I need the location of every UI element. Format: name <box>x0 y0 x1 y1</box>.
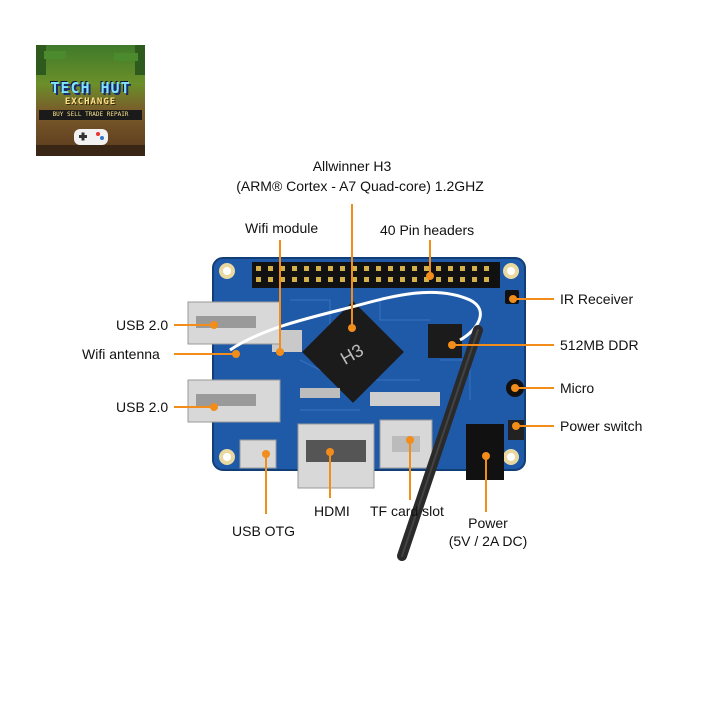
usb-otg-label: USB OTG <box>232 523 296 539</box>
ir-receiver-label: IR Receiver <box>560 291 634 307</box>
cpu-label-line1: Allwinner H3 <box>312 158 392 174</box>
ddr-label: 512MB DDR <box>560 337 639 353</box>
logo-subtitle: EXCHANGE <box>64 97 117 107</box>
ddr-chip <box>428 324 462 358</box>
wifi-antenna-rod <box>397 325 483 561</box>
usb-port-bottom <box>187 379 281 423</box>
pin-headers-label: 40 Pin headers <box>380 222 475 238</box>
hdmi-port <box>297 423 375 489</box>
logo-tagline: BUY SELL TRADE REPAIR <box>39 110 142 120</box>
gpio-header <box>252 262 500 288</box>
usb-port-top <box>187 301 281 345</box>
usb-otg-port <box>239 439 277 469</box>
gamepad-icon <box>36 45 145 156</box>
tech-hut-logo: TECH HUT EXCHANGE BUY SELL TRADE REPAIR <box>36 45 145 156</box>
mounting-holes <box>219 263 519 465</box>
tf-card-slot-component <box>379 419 433 469</box>
soc-chip: H3 <box>302 301 404 403</box>
cpu-label-line2: (ARM® Cortex - A7 Quad-core) 1.2GHZ <box>236 178 484 194</box>
tf-card-label: TF card slot <box>370 503 444 519</box>
usb-top-label: USB 2.0 <box>116 317 169 333</box>
hdmi-label: HDMI <box>314 503 350 519</box>
micro-label: Micro <box>560 380 595 396</box>
usb-bottom-label: USB 2.0 <box>116 399 169 415</box>
logo-title: TECH HUT <box>50 79 131 97</box>
callout-leaders <box>174 204 554 514</box>
wifi-antenna-label: Wifi antenna <box>82 346 160 362</box>
wifi-module-label: Wifi module <box>245 220 319 236</box>
power-label-line2: (5V / 2A DC) <box>448 533 528 549</box>
power-label-line1: Power <box>468 515 508 531</box>
power-switch-label: Power switch <box>560 418 643 434</box>
